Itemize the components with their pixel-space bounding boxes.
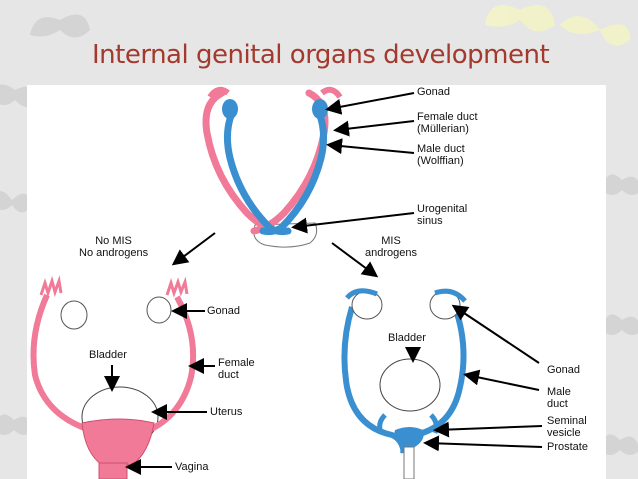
label-left-bladder: Bladder	[89, 349, 127, 361]
female-stage	[30, 275, 197, 479]
arrow-to-female	[171, 232, 216, 266]
arrow-male-duct	[326, 138, 415, 155]
butterfly-icon	[485, 5, 555, 32]
label-uterus: Uterus	[210, 406, 243, 418]
arrow-to-male	[331, 242, 379, 278]
label-left-female-duct: Female duct	[218, 357, 255, 381]
gonad-left	[222, 99, 238, 119]
female-duct-left	[202, 89, 281, 235]
label-mis: MIS androgens	[365, 235, 417, 259]
indifferent-stage	[202, 86, 343, 248]
arrow-right-male-duct	[463, 369, 540, 391]
fimbria-right	[320, 86, 343, 99]
label-urogenital-sinus: Urogenital sinus	[417, 203, 468, 227]
arrow-urogenital-sinus	[291, 212, 415, 234]
label-prostate: Prostate	[547, 441, 588, 453]
butterfly-icon	[0, 414, 34, 435]
uterine-tube-left	[30, 293, 91, 433]
prostate-shape	[394, 427, 424, 450]
fimbria-female-left	[39, 275, 63, 298]
testis-left	[351, 290, 383, 320]
label-seminal-vesicle: Seminal vesicle	[547, 415, 587, 439]
genital-development-diagram	[30, 86, 543, 479]
uterine-tube-right	[143, 295, 197, 435]
butterfly-icon	[30, 14, 90, 38]
butterfly-icon	[602, 174, 638, 195]
label-right-male-duct: Male duct	[547, 386, 571, 410]
arrow-right-gonad	[451, 304, 540, 364]
arrow-seminal-vesicle	[433, 421, 543, 438]
gonad-right	[312, 99, 328, 119]
butterfly-icon	[602, 314, 638, 335]
arrow-female-duct	[333, 120, 415, 137]
arrow-top-gonad	[325, 92, 415, 115]
ovary-right	[146, 296, 172, 324]
seminal-vesicle-left	[377, 413, 387, 434]
fimbria-female-right	[165, 276, 189, 298]
diagram-panel: Gonad Female duct (Müllerian) Male duct …	[27, 85, 606, 479]
bladder-male	[379, 358, 441, 412]
label-right-bladder: Bladder	[388, 332, 426, 344]
fimbria-left	[207, 86, 230, 99]
uterus-shape	[81, 418, 155, 466]
urethra-shape	[403, 446, 415, 479]
epididymis-right	[434, 288, 467, 303]
male-duct-right	[259, 109, 328, 236]
vagina-shape	[98, 462, 128, 479]
label-left-gonad: Gonad	[207, 305, 241, 317]
label-vagina: Vagina	[175, 461, 209, 473]
butterfly-icon	[600, 434, 638, 455]
ovary-left	[60, 300, 88, 330]
label-right-gonad: Gonad	[547, 364, 581, 376]
epididymis-left	[345, 288, 378, 300]
label-female-duct: Female duct (Müllerian)	[417, 111, 478, 135]
arrow-prostate	[423, 435, 543, 452]
slide-title: Internal genital organs development	[92, 40, 550, 70]
label-male-duct: Male duct (Wolffian)	[417, 143, 465, 167]
butterfly-icon	[560, 16, 630, 46]
label-no-mis: No MIS No androgens	[79, 235, 149, 259]
butterfly-icon	[0, 191, 32, 213]
male-stage	[341, 288, 467, 479]
label-top-gonad: Gonad	[417, 86, 451, 98]
